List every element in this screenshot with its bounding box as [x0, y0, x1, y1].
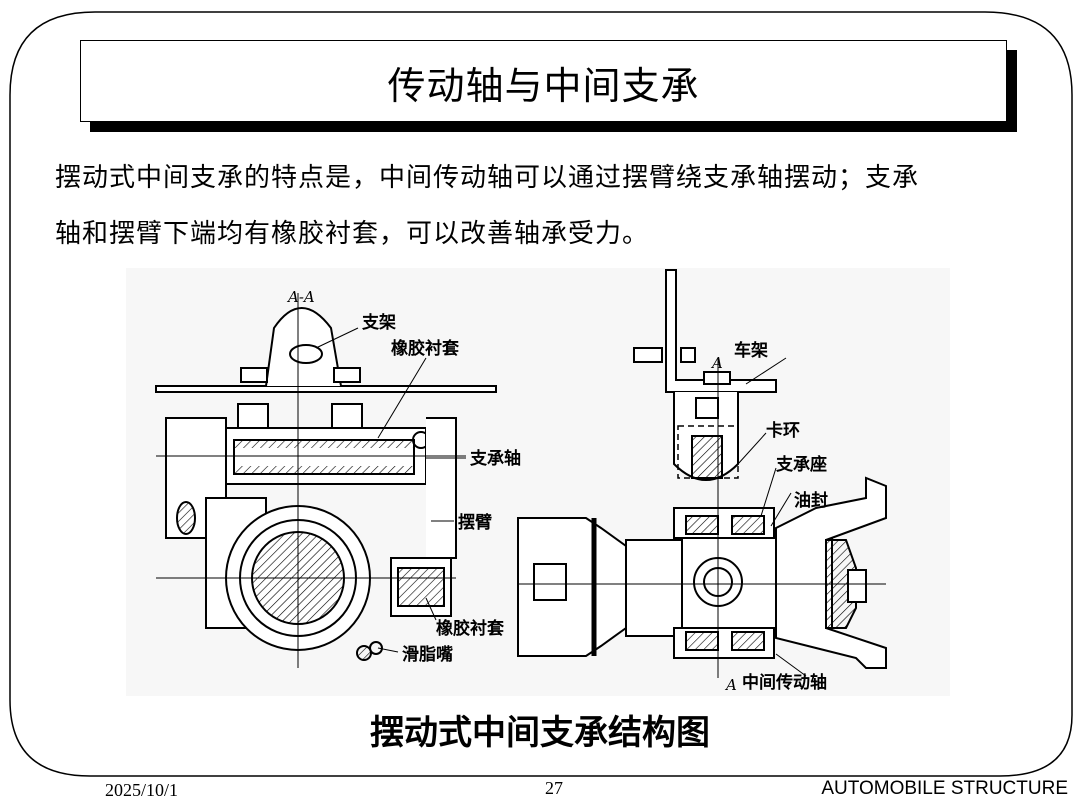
title-box: 传动轴与中间支承: [80, 40, 1007, 122]
label-snap-ring: 卡环: [766, 420, 800, 441]
label-section-left: A-A: [286, 288, 315, 306]
footer-page-number: 27: [545, 778, 563, 798]
figure-caption: 摆动式中间支承结构图: [370, 713, 710, 753]
label-section-mark-top: A: [710, 354, 723, 372]
footer-date: 2025/10/1: [105, 780, 179, 800]
body-text: 摆动式中间支承的特点是，中间传动轴可以通过摆臂绕支承轴摆动；支承 轴和摆臂下端均…: [55, 150, 1030, 262]
label-frame: 车架: [734, 340, 768, 361]
label-support-shaft: 支承轴: [470, 448, 521, 469]
structure-diagram: A-A 支架 橡胶衬套 支承轴 摆臂 橡胶衬套 滑脂嘴 车架 A 卡环 支承座 …: [126, 268, 950, 696]
body-line-2: 轴和摆臂下端均有橡胶衬套，可以改善轴承受力。: [55, 219, 650, 249]
slide-title: 传动轴与中间支承: [387, 64, 700, 108]
label-section-mark-bottom: A: [724, 676, 737, 694]
label-rubber-bushing-bottom: 橡胶衬套: [436, 618, 505, 639]
diagram-svg: A-A 支架 橡胶衬套 支承轴 摆臂 橡胶衬套 滑脂嘴 车架 A 卡环 支承座 …: [155, 269, 887, 694]
footer-course-name: AUTOMOBILE STRUCTURE: [821, 778, 1068, 799]
label-bearing-seat: 支承座: [776, 454, 827, 475]
label-rubber-bushing-top: 橡胶衬套: [391, 338, 460, 359]
body-line-1: 摆动式中间支承的特点是，中间传动轴可以通过摆臂绕支承轴摆动；支承: [55, 163, 920, 193]
label-intermediate-shaft: 中间传动轴: [742, 672, 827, 693]
label-swing-arm: 摆臂: [458, 512, 492, 533]
label-oil-seal: 油封: [794, 490, 828, 511]
label-grease-nipple: 滑脂嘴: [402, 645, 453, 665]
label-bracket: 支架: [362, 312, 396, 333]
